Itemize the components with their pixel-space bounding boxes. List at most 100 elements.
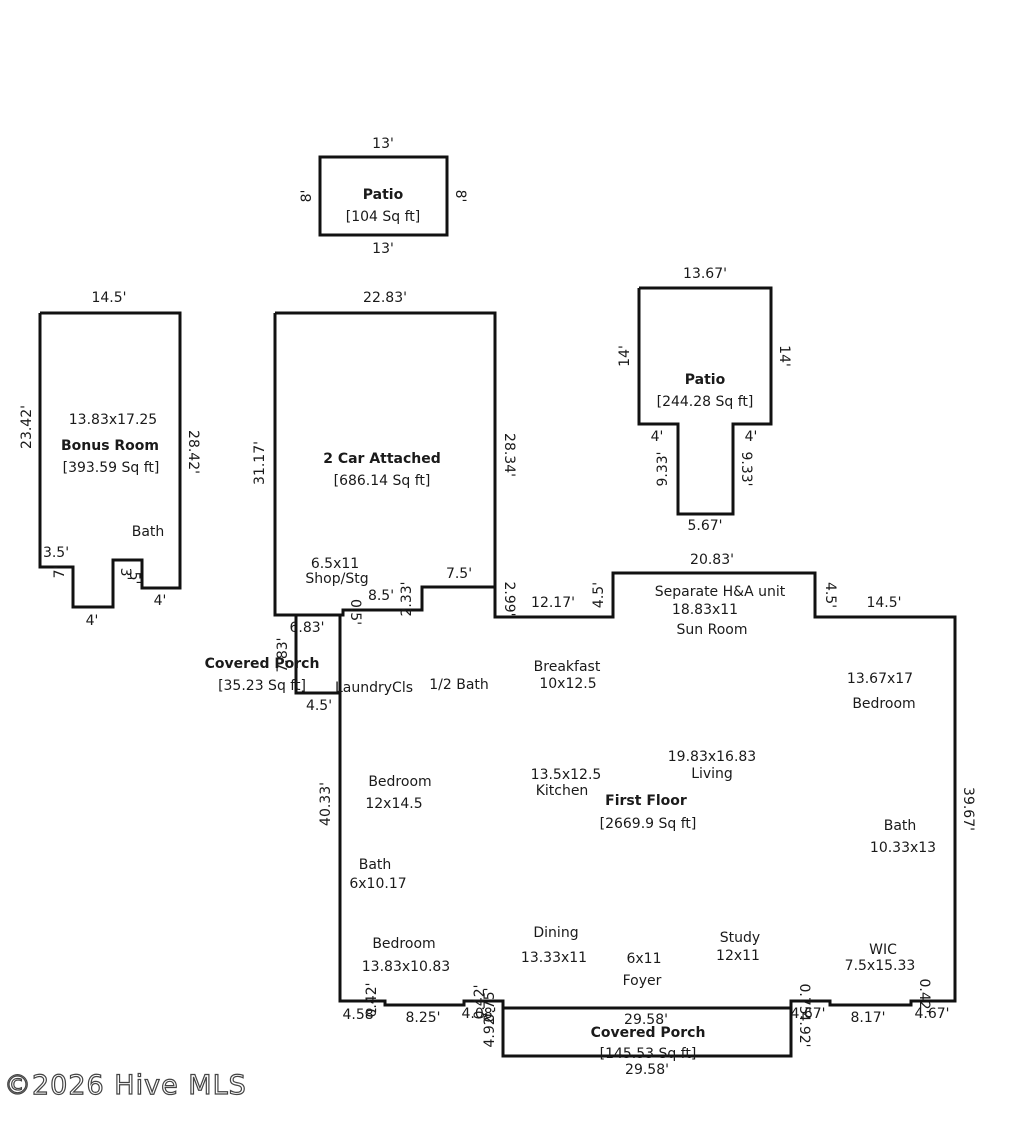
room-size: 12x14.5 [365, 796, 422, 812]
dim-label: 2.33' [399, 581, 415, 616]
dim-label: 29.58' [625, 1062, 669, 1078]
dim-label: 8.25' [405, 1010, 440, 1026]
room-area: [686.14 Sq ft] [334, 473, 431, 489]
dim-label: 4.58' [342, 1007, 377, 1023]
garage: 22.83' 31.17' 28.34' 2 Car Attached [686… [252, 290, 517, 636]
room-size: 13.33x11 [521, 950, 587, 966]
room-name: Bedroom [372, 936, 435, 952]
room-name: Bonus Room [61, 438, 159, 454]
covered-porch-front-outline [501, 1008, 793, 1058]
covered-porch-side: 7.83' Covered Porch [35.23 Sq ft] 4.5' [205, 615, 340, 714]
bonus-room: 14.5' 23.42' 28.42' 13.83x17.25 Bonus Ro… [19, 290, 201, 629]
dim-label: 3' [117, 568, 133, 581]
patio-right: 13.67' 14' 14' Patio [244.28 Sq ft] 4' 4… [617, 266, 792, 534]
dim-label: 4.5' [822, 582, 838, 608]
dim-label: 22.83' [363, 290, 407, 306]
room-size: 13.83x17.25 [69, 412, 157, 428]
bonus-room-outline [38, 311, 182, 609]
dim-label: 0.75' [796, 983, 812, 1018]
dim-label: 14.5' [91, 290, 126, 306]
room-name: Separate H&A unit [655, 584, 786, 600]
room-name: Patio [685, 372, 726, 388]
first-floor: 20.83' 4.5' 4.5' 12.17' 14.5' 40.33' 39.… [318, 552, 976, 1048]
dim-label: 4' [154, 593, 167, 609]
dim-label: 0.42' [364, 982, 380, 1017]
dim-label: 0.5' [347, 599, 363, 625]
room-area: [393.59 Sq ft] [63, 460, 160, 476]
dim-label: 9.33' [738, 451, 754, 486]
first-floor-outline [338, 571, 957, 1010]
garage-outline [273, 311, 497, 617]
room-size: 13.67x17 [847, 671, 913, 687]
patio-right-outline [637, 286, 773, 516]
room-size: 6x11 [626, 951, 661, 967]
room-area: [104 Sq ft] [346, 209, 421, 225]
dim-label: 14' [617, 345, 633, 367]
dim-label: 8.17' [850, 1010, 885, 1026]
dim-label: 9.33' [655, 451, 671, 486]
covered-porch-front: 29.58' Covered Porch [145.53 Sq ft] 29.5… [501, 1008, 793, 1078]
dim-label: 14' [776, 345, 792, 367]
room-name: WIC [869, 942, 897, 958]
dim-label: 5' [126, 572, 142, 585]
dim-label: 4' [745, 429, 758, 445]
watermark: ©2026 Hive MLS [3, 1069, 247, 1101]
dim-label: 7' [52, 566, 68, 579]
room-name: Bath [132, 524, 165, 540]
room-size: 10x12.5 [539, 676, 596, 692]
room-name: Bath [884, 818, 917, 834]
room-name: Bedroom [852, 696, 915, 712]
patio-top-outline [318, 155, 449, 237]
dim-label: 13' [372, 136, 394, 152]
room-name: Bedroom [368, 774, 431, 790]
room-area: [35.23 Sq ft] [218, 678, 306, 694]
room-name: Bath [359, 857, 392, 873]
dim-label: 12.17' [531, 595, 575, 611]
dim-label: 20.83' [690, 552, 734, 568]
dim-label: 13' [372, 241, 394, 257]
room-size: 13.83x10.83 [362, 959, 450, 975]
room-name: Sun Room [677, 622, 748, 638]
covered-porch-side-outline [294, 615, 340, 695]
dim-label: 4.67' [790, 1006, 825, 1022]
dim-label: 39.67' [960, 787, 976, 831]
room-area: [145.53 Sq ft] [600, 1046, 697, 1062]
dim-label: 4.67' [914, 1006, 949, 1022]
room-area: [244.28 Sq ft] [657, 394, 754, 410]
dim-label: 4.08' [461, 1006, 496, 1022]
room-name: Dining [533, 925, 578, 941]
room-name: 1/2 Bath [429, 677, 489, 693]
room-name: First Floor [605, 793, 687, 809]
dim-label: 4.5' [306, 698, 332, 714]
dim-label: 40.33' [318, 782, 334, 826]
room-size: 18.83x11 [672, 602, 738, 618]
dim-label: 7.5' [446, 566, 472, 582]
room-name: Kitchen [536, 783, 589, 799]
dim-label: 4.92' [796, 1012, 812, 1047]
room-size: 19.83x16.83 [668, 749, 756, 765]
dim-label: 8.5' [368, 588, 394, 604]
dim-label: 0.42' [916, 978, 932, 1013]
room-name: Patio [363, 187, 404, 203]
dim-label: 4.5' [591, 582, 607, 608]
dim-label: 23.42' [19, 405, 35, 449]
room-name: Foyer [623, 973, 662, 989]
room-name: Study [720, 930, 760, 946]
dim-label: 13.67' [683, 266, 727, 282]
room-size: 7.5x15.33 [845, 958, 916, 974]
dim-label: 14.5' [866, 595, 901, 611]
room-name: Living [691, 766, 733, 782]
room-area: [2669.9 Sq ft] [600, 816, 697, 832]
dim-label: 7.83' [275, 637, 291, 672]
dim-label: 2.99' [501, 581, 517, 616]
room-name: Breakfast [534, 659, 601, 675]
dim-label: 28.42' [185, 430, 201, 474]
room-size: 6x10.17 [349, 876, 406, 892]
dim-label: 29.58' [624, 1012, 668, 1028]
room-name: 2 Car Attached [323, 451, 441, 467]
dim-label: 5.67' [687, 518, 722, 534]
room-name: Covered Porch [591, 1025, 706, 1041]
dim-label: 4.92' [482, 1012, 498, 1047]
dim-label: 8' [452, 190, 468, 203]
